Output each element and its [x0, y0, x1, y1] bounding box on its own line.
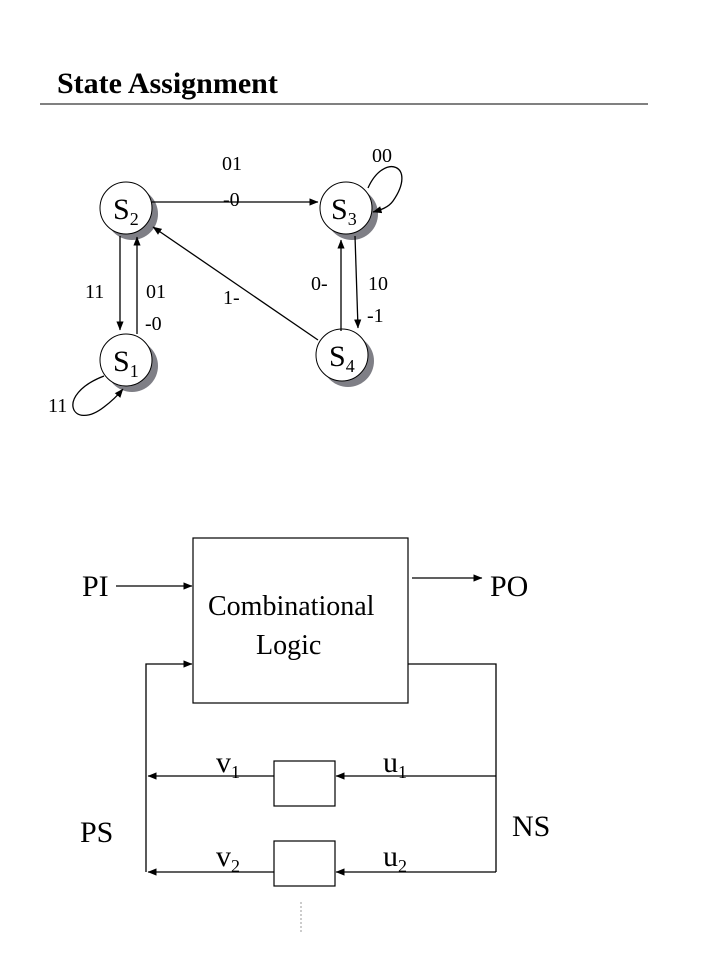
v2-label: v2: [216, 840, 240, 876]
combinational-logic-label-line1: Combinational: [208, 591, 375, 622]
ns-label: NS: [512, 810, 550, 843]
state-node-s3: S3: [319, 181, 378, 240]
edge-label-s2-s1: 11: [85, 281, 104, 303]
edge-label-s4-s2: 1-: [223, 287, 240, 309]
edge-label-s2-s3-input: 01: [222, 153, 242, 175]
edge-s3-self: [367, 166, 403, 214]
edge-label-s3-s4-output: -1: [367, 305, 384, 327]
state-node-s1: S1: [99, 333, 158, 392]
v1-label: v1: [216, 746, 240, 782]
edge-label-s4-s3: 0-: [311, 273, 328, 295]
state-node-s4: S4: [315, 328, 374, 387]
svg-text:S2: S2: [113, 193, 139, 229]
edge-label-s1-self: 11: [48, 395, 67, 417]
edge-label-s3-s4-input: 10: [368, 273, 388, 295]
page-title: State Assignment: [57, 67, 278, 100]
po-label: PO: [490, 570, 528, 603]
svg-text:S4: S4: [329, 340, 355, 376]
svg-text:S1: S1: [113, 345, 139, 381]
edge-label-s2-s3-output: -0: [223, 189, 240, 211]
ns-wire: [408, 663, 497, 872]
edge-s1-self: [72, 375, 124, 417]
u2-label: u2: [383, 840, 407, 876]
state-register-2: [273, 840, 336, 887]
ps-label: PS: [80, 816, 113, 849]
ps-wire: [145, 660, 193, 872]
combinational-logic-block: [192, 537, 409, 704]
u1-label: u1: [383, 746, 407, 782]
edge-label-s3-self: 00: [372, 145, 392, 167]
edge-label-s1-s2-input: 01: [146, 281, 166, 303]
state-node-s2: S2: [99, 181, 158, 240]
edge-s3-s4: [354, 235, 362, 329]
state-register-1: [273, 760, 336, 807]
pi-label: PI: [82, 570, 109, 603]
combinational-logic-label-line2: Logic: [256, 630, 321, 661]
edge-s4-s2: [152, 226, 319, 341]
edge-label-s1-s2-output: -0: [145, 313, 162, 335]
svg-text:S3: S3: [331, 193, 357, 229]
